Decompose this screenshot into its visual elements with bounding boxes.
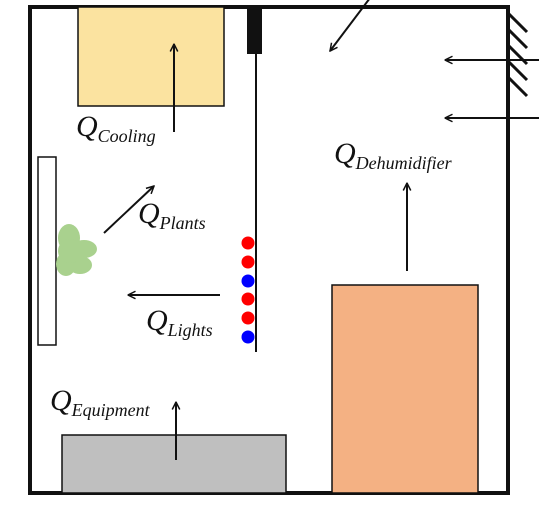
q-dehumidifier-subscript: Dehumidifier [355, 153, 453, 173]
vent-hatch [507, 12, 529, 98]
q-equipment-label: QEquipment [50, 384, 151, 420]
light-led [241, 255, 255, 269]
q-dehumidifier-label: QDehumidifier [334, 137, 453, 173]
plant-icon [56, 224, 97, 276]
partition-cap [247, 7, 262, 54]
q-cooling-subscript: Cooling [98, 126, 156, 146]
q-plants-symbol: Q [138, 197, 160, 230]
equipment-block [61, 434, 287, 494]
inflow-arrow-top [330, 0, 370, 51]
q-plants-subscript: Plants [159, 213, 206, 233]
plants-heat-arrow [103, 186, 154, 234]
q-equipment-symbol: Q [50, 384, 72, 417]
light-led [241, 236, 255, 250]
q-equipment-subscript: Equipment [71, 400, 151, 420]
q-cooling-label: QCooling [76, 110, 156, 146]
q-dehumidifier-symbol: Q [334, 137, 356, 170]
dehumidifier-unit [331, 284, 479, 494]
q-cooling-symbol: Q [76, 110, 98, 143]
q-plants-label: QPlants [138, 197, 206, 233]
q-lights-symbol: Q [146, 304, 168, 337]
light-led [241, 330, 255, 344]
q-lights-subscript: Lights [167, 320, 213, 340]
wall-panel [37, 156, 57, 346]
light-led [241, 274, 255, 288]
light-led [241, 311, 255, 325]
cooling-unit [77, 6, 225, 107]
light-led [241, 292, 255, 306]
q-lights-label: QLights [146, 304, 213, 340]
